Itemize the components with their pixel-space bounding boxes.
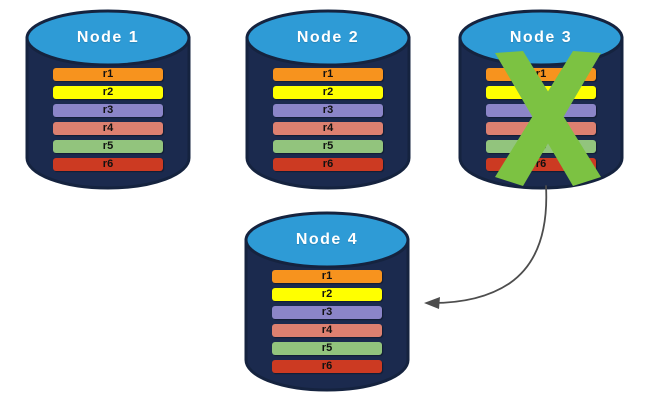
node-1-row-r1[interactable]: r1 [53,68,163,81]
node-4-row-r6[interactable]: r6 [272,360,382,373]
node-4-row-r4[interactable]: r4 [272,324,382,337]
node-1-row-r2[interactable]: r2 [53,86,163,99]
node-3-row-r1[interactable]: r1 [486,68,596,81]
node-2-row-r4[interactable]: r4 [273,122,383,135]
node-4-row-r5[interactable]: r5 [272,342,382,355]
node-2-row-r5[interactable]: r5 [273,140,383,153]
node-3-row-r6[interactable]: r6 [486,158,596,171]
node-3-row-r2[interactable]: r2 [486,86,596,99]
node-1-cylinder[interactable]: Node 1 r1 r2 r3 r4 r5 r6 [25,8,191,190]
node-1-row-r5[interactable]: r5 [53,140,163,153]
node-4-row-r3[interactable]: r3 [272,306,382,319]
node-4-row-list: r1 r2 r3 r4 r5 r6 [244,270,410,373]
node-3-row-r4[interactable]: r4 [486,122,596,135]
node-4-row-r2[interactable]: r2 [272,288,382,301]
node-3-cylinder[interactable]: Node 3 r1 r2 r3 r4 r5 r6 [458,8,624,190]
node-2-row-r2[interactable]: r2 [273,86,383,99]
node-1-row-r4[interactable]: r4 [53,122,163,135]
node-3-row-r5[interactable]: r5 [486,140,596,153]
node-1-row-list: r1 r2 r3 r4 r5 r6 [25,68,191,171]
node-3-row-list: r1 r2 r3 r4 r5 r6 [458,68,624,171]
node-2-row-list: r1 r2 r3 r4 r5 r6 [245,68,411,171]
node-3-row-r3[interactable]: r3 [486,104,596,117]
node-2-row-r1[interactable]: r1 [273,68,383,81]
node-2-row-r3[interactable]: r3 [273,104,383,117]
node-2-row-r6[interactable]: r6 [273,158,383,171]
node-4-cylinder[interactable]: Node 4 r1 r2 r3 r4 r5 r6 [244,210,410,392]
node-1-row-r3[interactable]: r3 [53,104,163,117]
node-4-row-r1[interactable]: r1 [272,270,382,283]
node-2-cylinder[interactable]: Node 2 r1 r2 r3 r4 r5 r6 [245,8,411,190]
node-1-row-r6[interactable]: r6 [53,158,163,171]
